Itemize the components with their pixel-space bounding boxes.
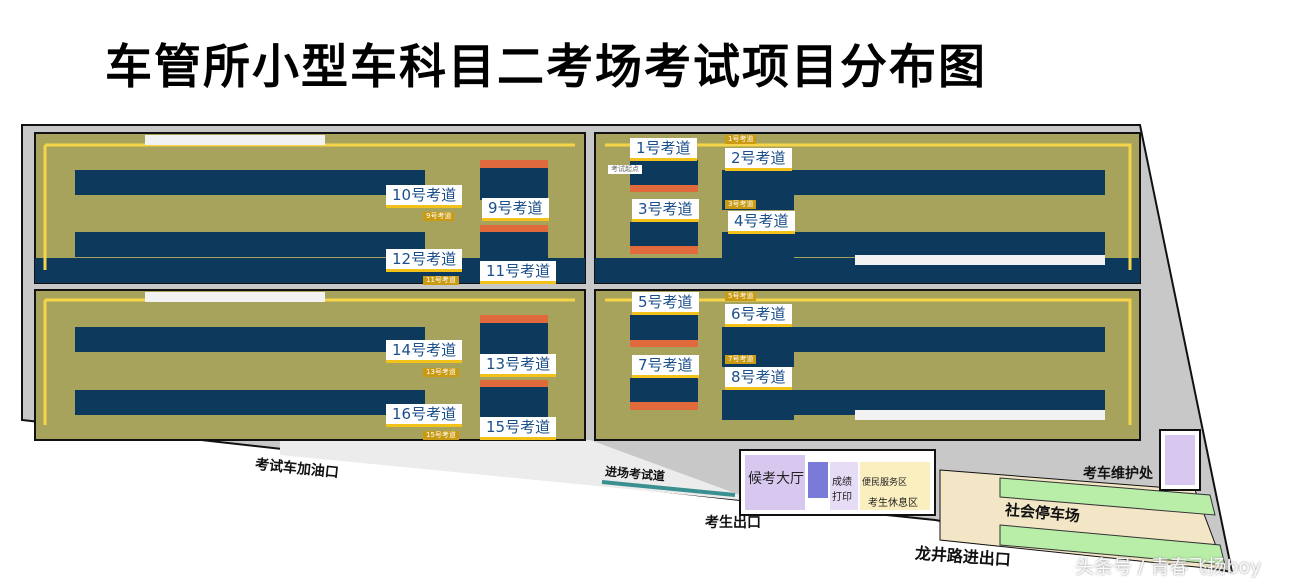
maintenance-label: 考车维护处 [1083, 466, 1153, 482]
entry-lane-marker [601, 480, 736, 497]
white-bars [145, 135, 1105, 420]
tag-lane-1: 1号考道 [725, 135, 757, 144]
lane-1-label: 1号考道 [630, 138, 697, 161]
tag-lane-5: 5号考道 [725, 292, 757, 301]
lane-10-label: 10号考道 [386, 185, 463, 208]
lane-14-label: 14号考道 [386, 340, 463, 363]
lane-4-label: 4号考道 [728, 211, 795, 234]
hall-label: 候考大厅 [748, 471, 804, 487]
lane-5-label: 5号考道 [632, 292, 699, 315]
tag-lane-15: 15号考道 [423, 431, 459, 440]
lane-16-label: 16号考道 [386, 404, 463, 427]
lane-12-label: 12号考道 [386, 249, 463, 272]
tag-lane-9: 9号考道 [423, 212, 455, 221]
lane-6-label: 6号考道 [725, 304, 792, 327]
lane-7-label: 7号考道 [632, 355, 699, 378]
exit-label: 考生出口 [705, 515, 761, 531]
service-label: 便民服务区 [862, 478, 908, 488]
lane-3-label: 3号考道 [632, 199, 699, 222]
score-print-label: 成绩打印 [832, 477, 852, 503]
parking-stalls [999, 477, 1226, 566]
lane-2-label: 2号考道 [725, 148, 792, 171]
lane-13-label: 13号考道 [480, 354, 557, 377]
brake-zones [480, 160, 698, 410]
tag-lane-11: 11号考道 [423, 276, 459, 285]
watermark: 头条号 / 青春飞扬boy [1075, 556, 1262, 578]
lane-15-label: 15号考道 [480, 417, 557, 440]
tag-lane-13: 13号考道 [423, 368, 459, 377]
tag-lane-7: 7号考道 [725, 355, 757, 364]
start-marker: 考试起点 [608, 165, 642, 174]
page-title: 车管所小型车科目二考场考试项目分布图 [105, 40, 987, 95]
lane-markings [43, 143, 1132, 425]
tag-lane-3: 3号考道 [725, 200, 757, 209]
lane-11-label: 11号考道 [480, 261, 557, 284]
lane-8-label: 8号考道 [725, 367, 792, 390]
lane-9-label: 9号考道 [482, 198, 549, 221]
rest-label: 考生休息区 [868, 498, 918, 509]
